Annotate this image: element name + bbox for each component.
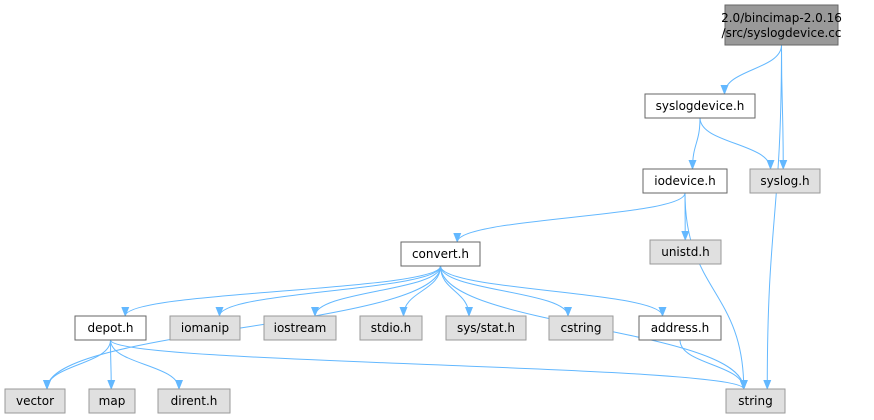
node-label: depot.h	[87, 321, 133, 335]
node-label: iodevice.h	[654, 174, 716, 188]
node-unistd-h: unistd.h	[649, 239, 722, 265]
node-label: iomanip	[181, 321, 229, 335]
edge-depot_h-to-vector	[43, 339, 111, 390]
node-root-file[interactable]: 2.0/bincimap-2.0.16 /src/syslogdevice.cc	[721, 4, 842, 46]
root-file-line2: /src/syslogdevice.cc	[722, 26, 842, 40]
node-vector: vector	[4, 388, 66, 414]
edge-depot_h-to-string	[110, 339, 748, 390]
root-file-line1: 2.0/bincimap-2.0.16	[721, 11, 842, 25]
node-label: convert.h	[412, 247, 469, 261]
edge-convert_h-to-iostream	[311, 265, 441, 317]
edge-iodevice_h-to-convert_h	[453, 192, 686, 243]
node-syslogdevice-h[interactable]: syslogdevice.h	[644, 93, 756, 119]
node-label: iostream	[274, 321, 327, 335]
node-sys-stat-h: sys/stat.h	[445, 315, 527, 341]
edge-syslogdevice_h-to-iodevice_h	[688, 117, 701, 170]
node-iostream: iostream	[263, 315, 337, 341]
edge-convert_h-to-vector	[43, 265, 441, 390]
node-stdio-h: stdio.h	[359, 315, 423, 341]
node-syslog-h: syslog.h	[749, 168, 821, 194]
node-label: stdio.h	[371, 321, 411, 335]
node-label: syslogdevice.h	[656, 99, 745, 113]
edge-syslogdevice_h-to-syslog_h	[699, 117, 775, 170]
node-cstring: cstring	[548, 315, 614, 341]
edge-convert_h-to-depot_h	[121, 265, 441, 317]
node-address-h[interactable]: address.h	[638, 315, 722, 341]
edge-convert_h-to-stdio_h	[399, 265, 441, 317]
node-label: map	[99, 394, 126, 408]
edge-convert_h-to-address_h	[440, 265, 667, 317]
edge-address_h-to-string	[679, 339, 748, 390]
node-string: string	[725, 388, 786, 414]
edge-depot_h-to-dirent_h	[110, 339, 183, 390]
node-map: map	[88, 388, 136, 414]
node-dirent-h: dirent.h	[157, 388, 231, 414]
node-label: address.h	[651, 321, 710, 335]
node-label: dirent.h	[171, 394, 218, 408]
node-label: string	[738, 394, 772, 408]
edge-root-to-string	[763, 44, 782, 390]
node-label: sys/stat.h	[457, 321, 515, 335]
node-depot-h[interactable]: depot.h	[74, 315, 147, 341]
edge-iodevice_h-to-string	[684, 192, 748, 390]
node-convert-h[interactable]: convert.h	[400, 241, 481, 267]
edge-convert_h-to-iomanip	[215, 265, 441, 317]
edge-depot_h-to-map	[107, 339, 116, 390]
node-iomanip: iomanip	[169, 315, 241, 341]
node-iodevice-h[interactable]: iodevice.h	[642, 168, 728, 194]
edge-root-to-syslogdevice_h	[720, 44, 782, 95]
node-label: cstring	[560, 321, 601, 335]
node-label: syslog.h	[760, 174, 809, 188]
node-label: vector	[16, 394, 54, 408]
edge-convert_h-to-cstring	[440, 265, 572, 317]
node-label: unistd.h	[661, 245, 710, 259]
